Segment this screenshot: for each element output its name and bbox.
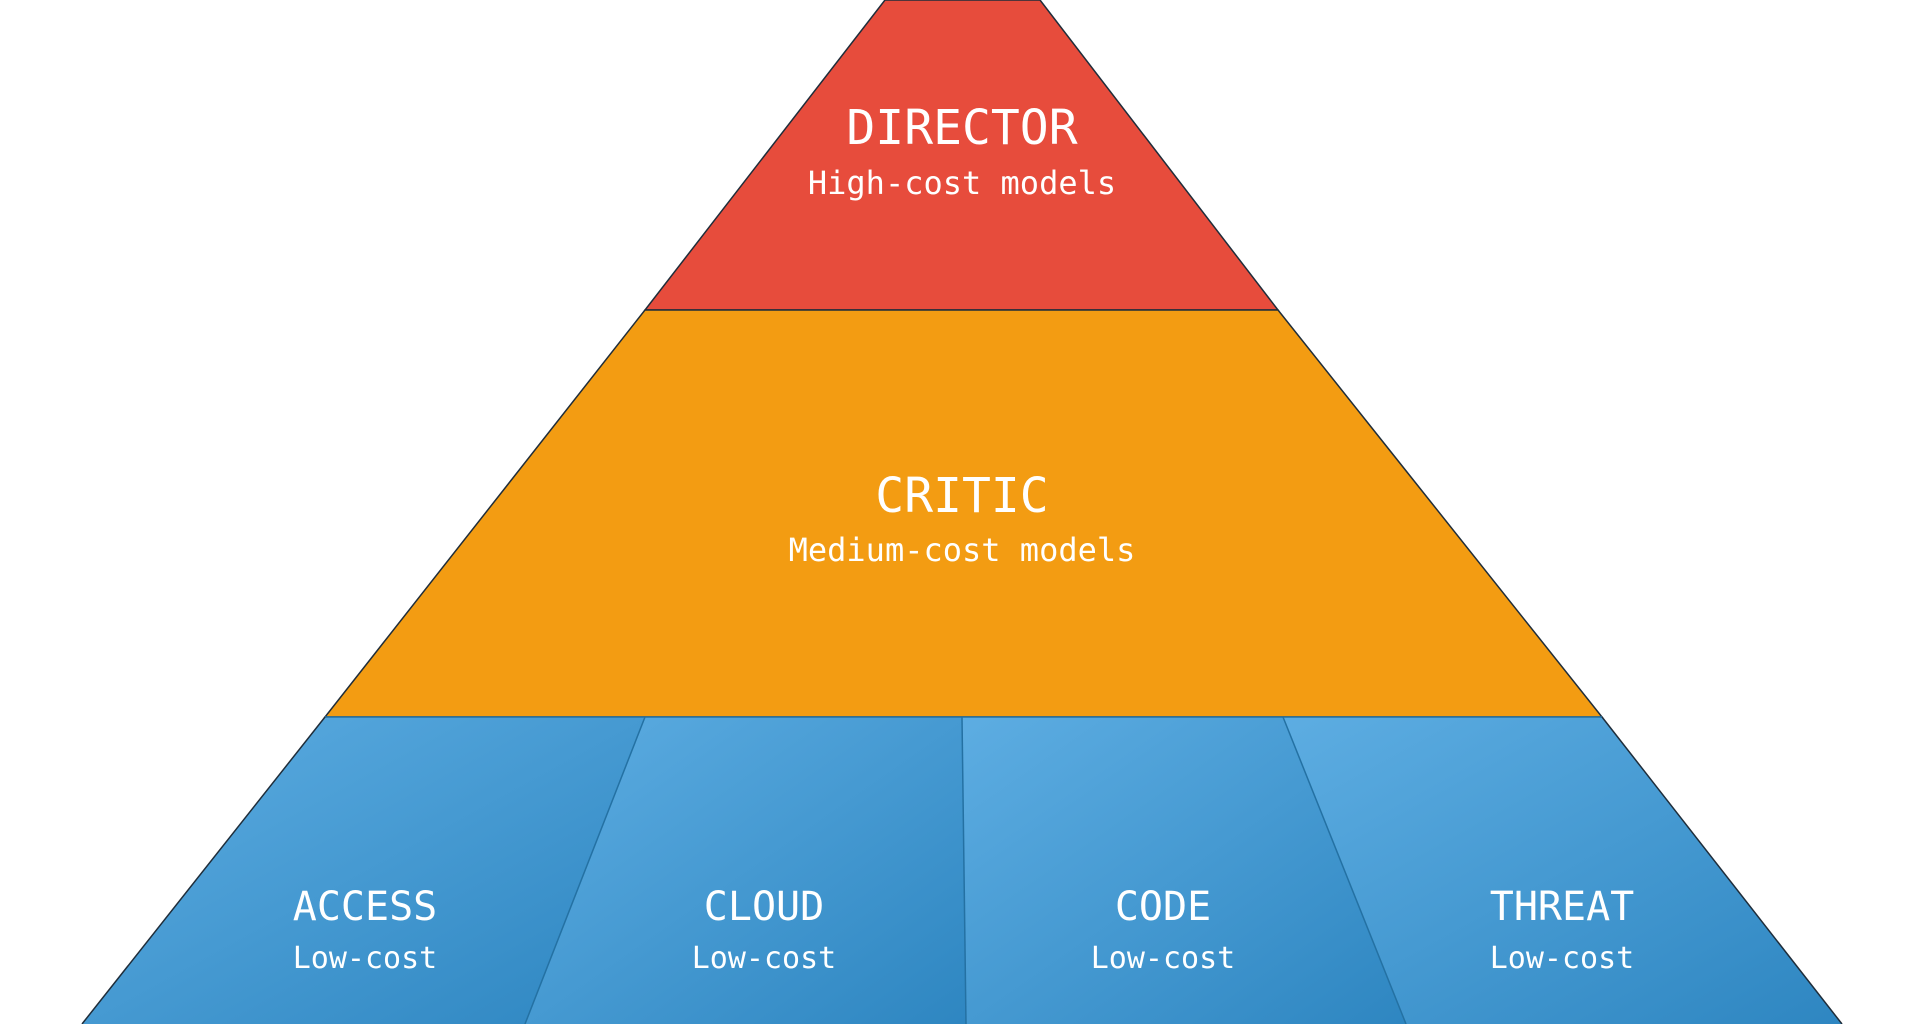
divider-access-cloud: [524, 716, 646, 1024]
code-segment: [962, 717, 1406, 1024]
cloud-subtitle: Low-cost: [692, 941, 837, 976]
cloud-segment: [525, 717, 966, 1024]
threat-segment: [1283, 717, 1842, 1024]
bottom-tier-left-edge: [81, 716, 326, 1024]
threat-subtitle: Low-cost: [1490, 941, 1635, 976]
threat-title: THREAT: [1490, 884, 1635, 930]
code-title: CODE: [1115, 884, 1211, 930]
code-subtitle: Low-cost: [1091, 941, 1236, 976]
divider-cloud-code: [961, 716, 967, 1024]
divider-code-threat: [1282, 716, 1407, 1024]
access-title: ACCESS: [293, 884, 438, 930]
access-subtitle: Low-cost: [293, 941, 438, 976]
critic-subtitle: Medium-cost models: [789, 531, 1136, 569]
director-title: DIRECTOR: [846, 100, 1077, 156]
bottom-tier-right-edge: [1601, 716, 1843, 1024]
critic-title: CRITIC: [875, 468, 1048, 524]
cloud-title: CLOUD: [704, 884, 824, 930]
access-segment: [82, 717, 645, 1024]
director-subtitle: High-cost models: [808, 164, 1116, 202]
